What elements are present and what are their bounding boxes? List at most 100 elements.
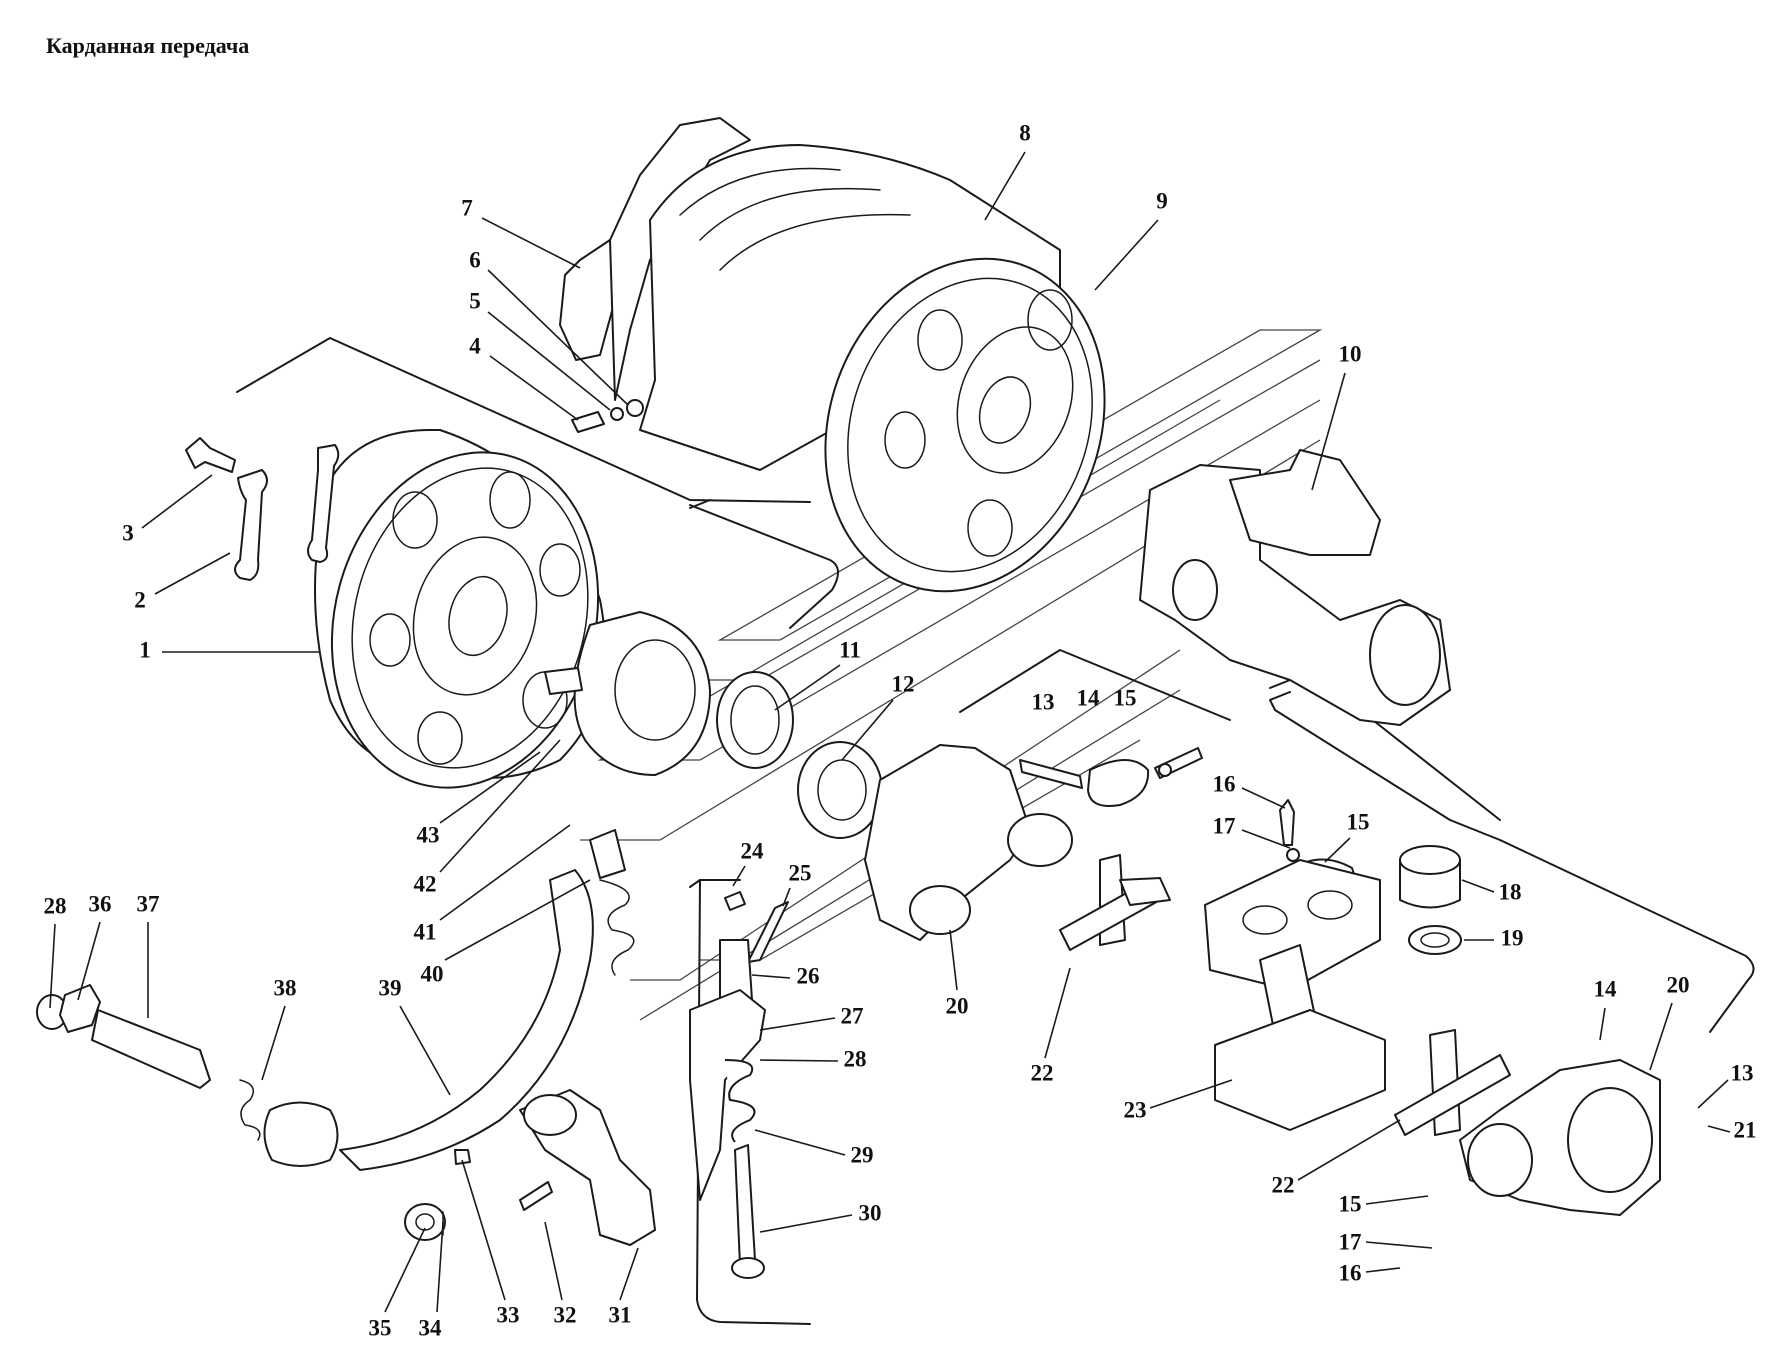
callout-c16a: 16 [1213,771,1236,796]
leader-line-c9 [1094,219,1159,291]
leader-line-c4 [489,355,579,421]
callout-c18: 18 [1499,879,1522,904]
leader-lines [49,151,1731,1313]
leader-line-c41 [439,824,571,921]
leader-line-c33 [461,1159,506,1301]
brake-band [263,829,635,1171]
callout-c20a: 20 [946,993,969,1018]
leader-line-c12 [841,699,894,761]
callout-c26: 26 [797,963,820,988]
callout-c23: 23 [1124,1097,1147,1122]
knuckle-bracket-middle [864,744,1073,941]
callout-c13b: 13 [1731,1060,1754,1085]
lever-arm [454,1089,656,1246]
leader-line-c11 [774,664,841,711]
leader-line-c39 [399,1005,451,1096]
callout-c14b: 14 [1594,976,1618,1001]
leader-line-c43 [439,751,541,824]
leader-line-c24 [732,865,746,887]
leader-line-c30 [759,1214,853,1233]
leader-line-c31 [619,1247,639,1301]
callout-c22a: 22 [1031,1060,1054,1085]
callout-c27: 27 [841,1003,864,1028]
callout-c7: 7 [461,195,473,220]
leader-line-c15b [1324,837,1351,863]
callout-c28b: 28 [44,893,67,918]
callout-c15a: 15 [1114,685,1137,710]
hub-assembly [544,611,883,839]
callout-c22b: 22 [1272,1172,1295,1197]
leader-line-c22a [1044,967,1071,1059]
leader-line-c28b [49,923,56,1009]
callout-c32: 32 [554,1302,577,1327]
callout-c40: 40 [421,961,444,986]
leader-line-c5 [487,311,611,411]
leader-line-c8 [984,151,1026,221]
leader-line-c38 [261,1005,286,1081]
leader-line-c7 [481,217,581,269]
callout-c1: 1 [139,637,151,662]
callout-c43: 43 [417,822,440,847]
leader-line-c3 [141,474,213,529]
callout-c17b: 17 [1339,1229,1362,1254]
leader-line-c22b [1297,1119,1401,1181]
clamp-and-bolt [185,437,340,581]
leader-line-c17b [1365,1241,1433,1249]
callout-c15b: 15 [1347,809,1370,834]
leader-line-c21 [1707,1125,1731,1133]
callout-c17a: 17 [1213,813,1236,838]
leader-line-c15c [1365,1195,1429,1205]
leader-line-c23 [1149,1079,1233,1109]
callout-c12: 12 [892,671,915,696]
brake-drum-top [639,144,1106,593]
double-bracket-block [1204,859,1386,1131]
page-title: Карданная передача [46,33,249,58]
leader-line-c2 [154,552,231,595]
leader-line-c32 [544,1221,563,1301]
plug-and-ring [1399,845,1462,955]
joint-housing [1139,449,1451,726]
cross-joint-middle [1059,854,1171,951]
callout-c35: 35 [369,1315,392,1340]
callout-c30: 30 [859,1200,882,1225]
callout-c15c: 15 [1339,1191,1362,1216]
leader-line-c13b [1697,1079,1729,1109]
leader-line-c35 [384,1227,426,1313]
adjuster-shaft [36,984,261,1141]
callout-c6: 6 [469,247,481,272]
callout-c14a: 14 [1077,685,1101,710]
leader-line-c28a [759,1059,839,1062]
leader-line-c27 [759,1017,836,1031]
leader-line-c34 [436,1221,444,1313]
callout-c38: 38 [274,975,297,1000]
leader-line-c25 [782,887,791,907]
callout-c10: 10 [1339,341,1362,366]
brake-lever-right [689,891,789,1279]
leader-line-c20b [1649,1002,1673,1071]
callout-c39: 39 [379,975,402,1000]
mount-bracket [559,117,751,433]
callout-c21: 21 [1734,1117,1757,1142]
callout-c9: 9 [1156,188,1168,213]
knuckle-bracket-right [1459,1059,1661,1216]
leader-line-c42 [439,739,561,873]
leader-line-c14b [1599,1007,1606,1041]
leader-line-c16b [1365,1267,1401,1273]
washer-and-cotter [404,1203,446,1241]
leader-line-c40 [444,879,591,961]
callout-c5: 5 [469,288,481,313]
callout-c31: 31 [609,1302,632,1327]
leader-line-c10 [1311,372,1346,491]
callout-c34: 34 [419,1315,443,1340]
cross-joint-right [1394,1029,1511,1136]
leader-line-c17a [1241,829,1291,849]
callout-c19: 19 [1501,925,1524,950]
callout-c36: 36 [89,891,112,916]
callout-c41: 41 [414,919,437,944]
callout-c29: 29 [851,1142,874,1167]
callout-c24: 24 [741,838,765,863]
leader-line-c26 [751,974,791,979]
brake-drum-left [314,429,606,789]
leader-line-c29 [754,1129,846,1156]
